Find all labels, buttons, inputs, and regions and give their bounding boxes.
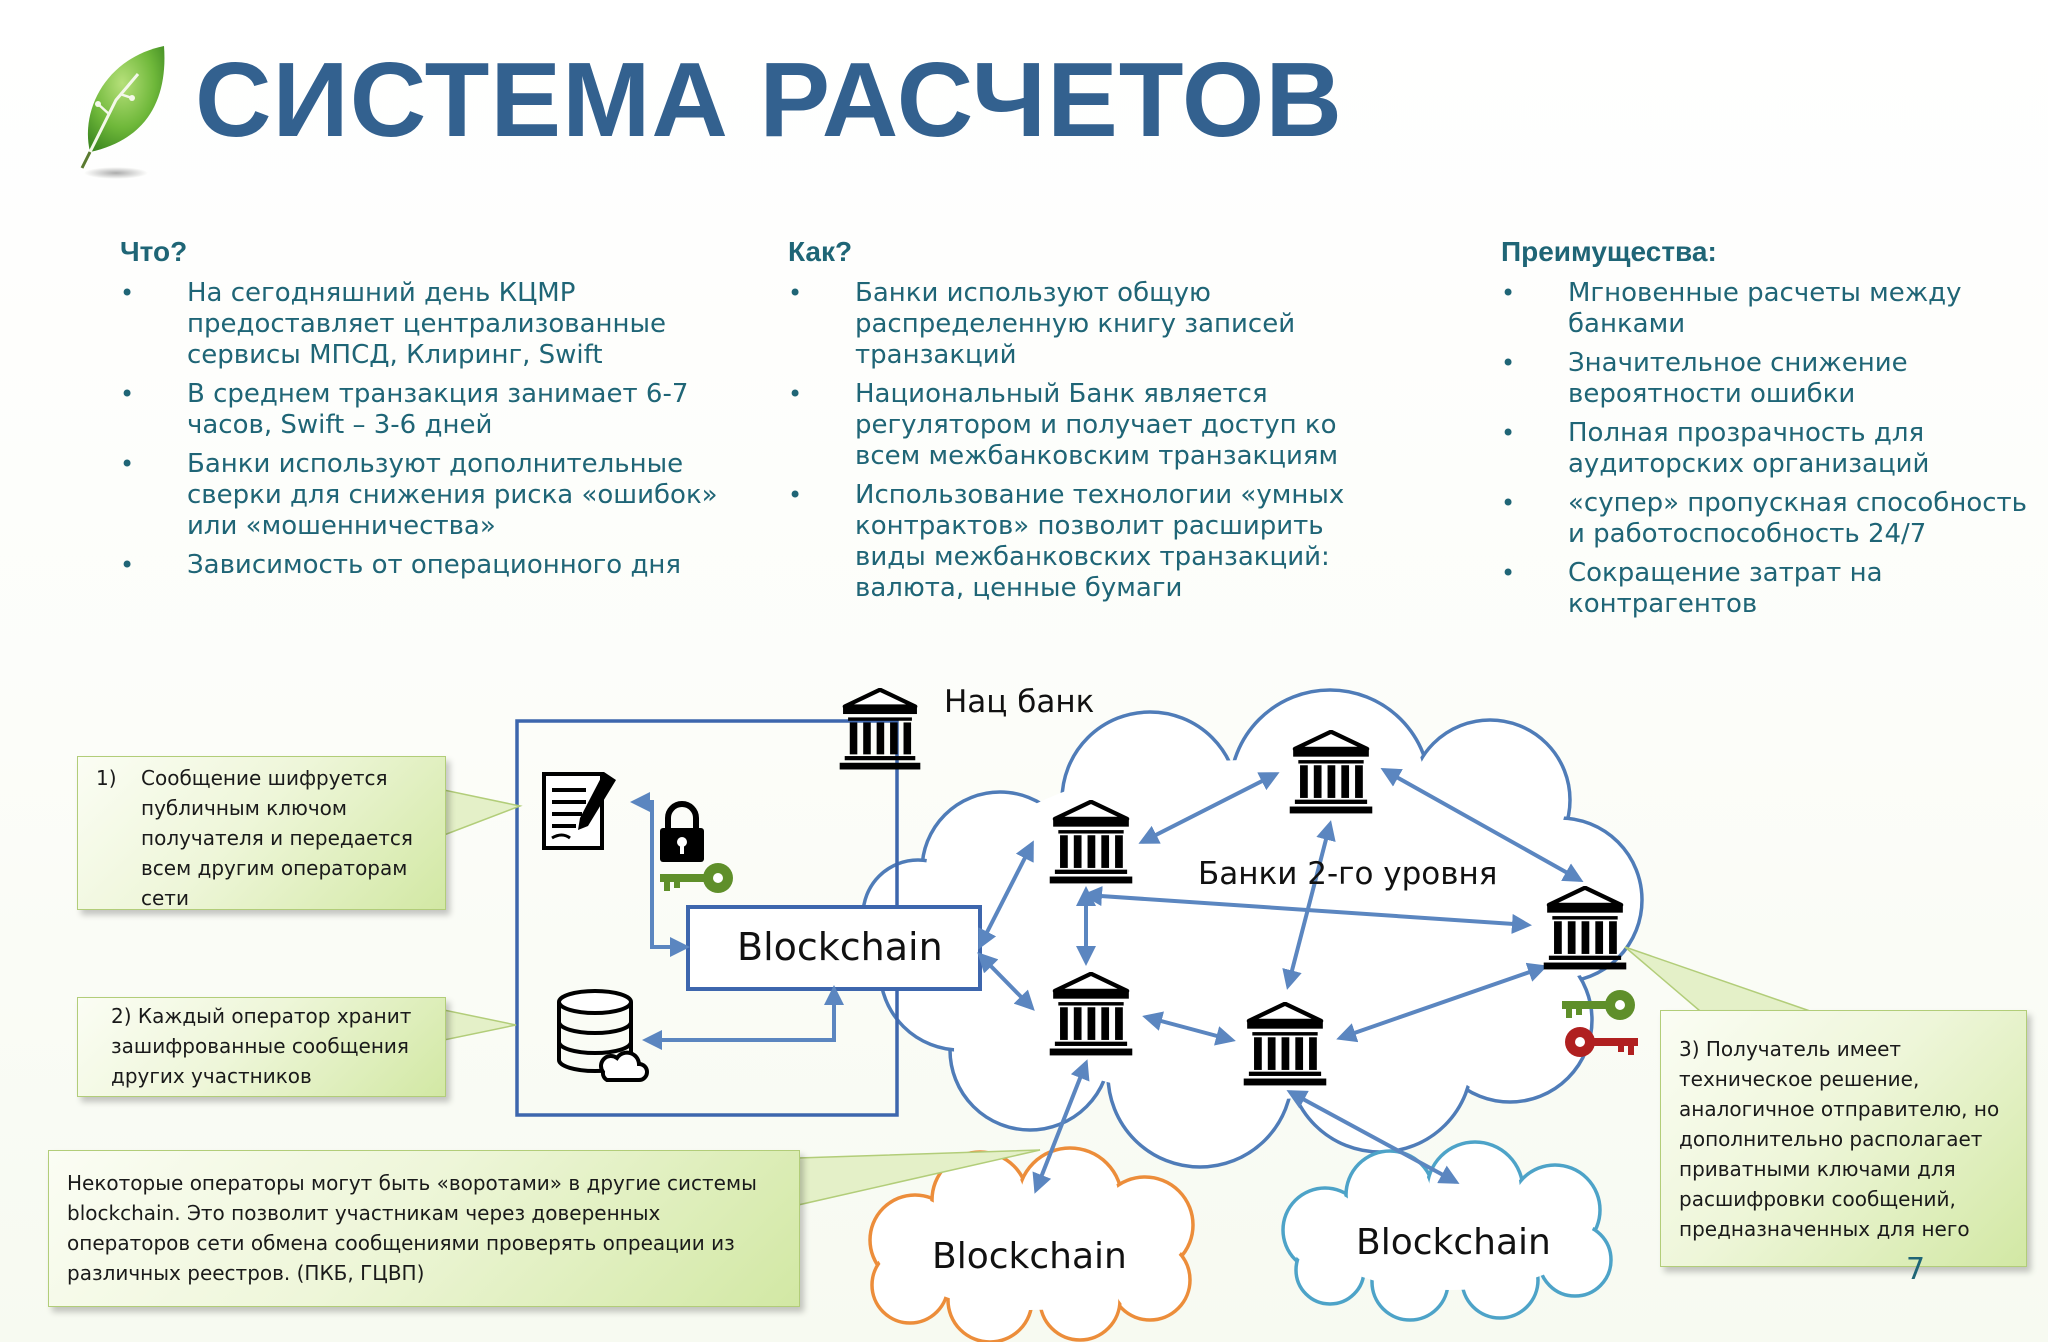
- callout-text: 2) Каждый оператор хранит зашифрованные …: [111, 1004, 412, 1088]
- slide-title: СИСТЕМА РАСЧЕТОВ: [195, 41, 1343, 159]
- bank-building-icon: [1050, 974, 1133, 1056]
- column-heading: Преимущества:: [1501, 236, 1717, 267]
- page-number: 7: [1906, 1252, 1926, 1287]
- network-arrows: [630, 768, 1584, 1194]
- lock-icon: [660, 801, 704, 862]
- callout-gateways: Некоторые операторы могут быть «воротами…: [48, 1150, 800, 1307]
- bank-building-icon: [1544, 888, 1627, 970]
- national-bank-label: Нац банк: [944, 684, 1095, 720]
- bank-building-icon: [1290, 732, 1373, 814]
- second-tier-banks-label: Банки 2-го уровня: [1198, 856, 1498, 892]
- callout-4-pointer: [1624, 946, 1811, 1012]
- callout-text: Сообщение шифруется публичным ключом пол…: [141, 766, 413, 910]
- column-how: Как? Банки используют общую распределенн…: [788, 236, 1378, 612]
- column-what: Что? На сегодняшний день КЦМР предоставл…: [120, 236, 740, 589]
- list-item: Мгновенные расчеты между банками: [1501, 278, 2041, 340]
- callout-text: 3) Получатель имеет техническое решение,…: [1679, 1037, 2000, 1241]
- callout-storage: 2) Каждый оператор хранит зашифрованные …: [77, 997, 446, 1097]
- bank-building-icon: [1050, 802, 1133, 884]
- list-item: В среднем транзакция занимает 6-7 часов,…: [120, 379, 740, 441]
- list-item: Зависимость от операционного дня: [120, 550, 740, 581]
- column-benefits: Преимущества: Мгновенные расчеты между б…: [1501, 236, 2041, 628]
- callout-2-pointer: [443, 1009, 517, 1041]
- database-cloud-icon: [557, 989, 649, 1082]
- bullet-list: Банки используют общую распределенную кн…: [788, 278, 1378, 604]
- bullet-list: На сегодняшний день КЦМР предоставляет ц…: [120, 278, 740, 581]
- blockchain-teal-label: Blockchain: [1356, 1222, 1551, 1263]
- list-item: Национальный Банк является регулятором и…: [788, 379, 1378, 472]
- list-item: Использование технологии «умных контракт…: [788, 480, 1378, 604]
- document-pen-icon: [542, 772, 616, 850]
- blockchain-main-label: Blockchain: [737, 925, 943, 969]
- list-item: Банки используют дополнительные сверки д…: [120, 449, 740, 542]
- bank-building-icon: [840, 690, 921, 770]
- column-heading: Как?: [788, 236, 853, 267]
- callout-text: Некоторые операторы могут быть «воротами…: [67, 1171, 757, 1285]
- list-item: «супер» пропускная способность и работос…: [1501, 488, 2041, 550]
- list-item: Банки используют общую распределенную кн…: [788, 278, 1378, 371]
- key-icon: [660, 863, 733, 893]
- column-heading: Что?: [120, 236, 188, 267]
- callout-number: 1): [96, 766, 117, 790]
- bank-building-icon: [1244, 1004, 1327, 1086]
- leaf-logo-icon: [80, 46, 165, 179]
- list-item: Полная прозрачность для аудиторских орга…: [1501, 418, 2041, 480]
- key-icon: [1565, 1027, 1638, 1057]
- callout-encryption: 1) Сообщение шифруется публичным ключом …: [77, 756, 446, 910]
- list-item: Значительное снижение вероятности ошибки: [1501, 348, 2041, 410]
- list-item: На сегодняшний день КЦМР предоставляет ц…: [120, 278, 740, 371]
- bullet-list: Мгновенные расчеты между банками Значите…: [1501, 278, 2041, 620]
- callout-1-pointer: [443, 789, 523, 837]
- blockchain-orange-label: Blockchain: [932, 1236, 1127, 1277]
- list-item: Сокращение затрат на контрагентов: [1501, 558, 2041, 620]
- main-cloud-fill: [867, 694, 1638, 1163]
- callout-recipient: 3) Получатель имеет техническое решение,…: [1660, 1010, 2027, 1267]
